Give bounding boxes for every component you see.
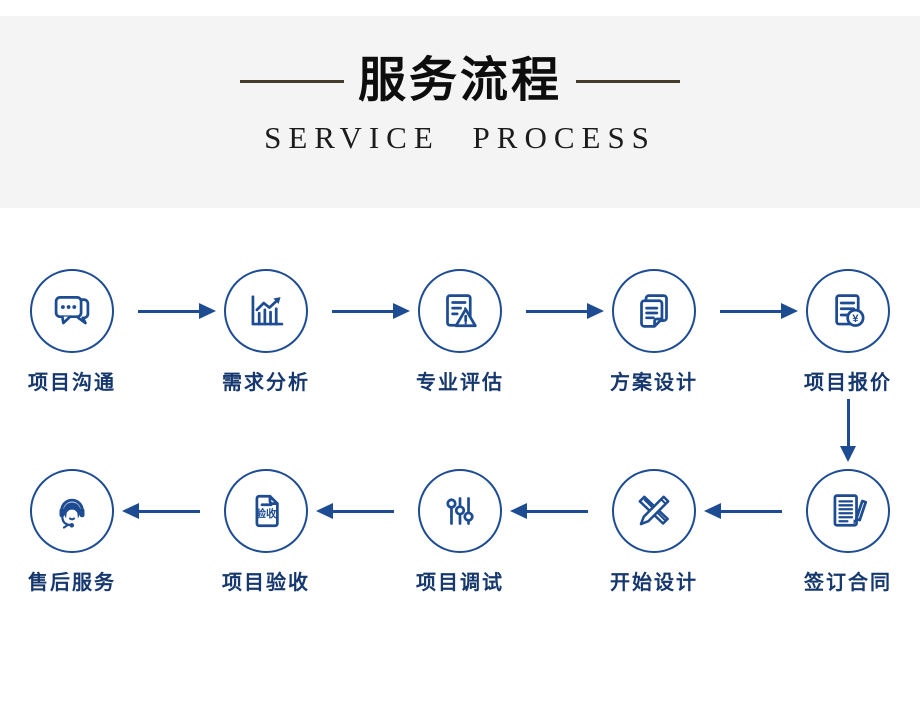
down-arrow-cell [806,389,890,469]
growth-chart-icon [241,286,291,336]
title-row: 服务流程 [239,54,680,107]
step-label: 项目报价 [804,372,892,394]
arrow-right-icon [720,309,782,313]
yen-symbol: ¥ [852,313,859,325]
step-label: 方案设计 [610,372,698,394]
flow-arrow-cell [308,469,418,553]
acceptance-doc-icon: 验收 [241,486,291,536]
step-project-debugging: 项目调试 [416,469,504,595]
header-band: 服务流程 SERVICE PROCESS [0,16,920,208]
page-title: 服务流程 [357,54,562,107]
flow-arrow-cell [696,269,806,353]
step-label: 开始设计 [610,572,698,594]
chat-bubbles-icon [47,286,97,336]
documents-stack-icon [629,286,679,336]
acceptance-stamp-text: 验收 [255,507,277,520]
step-project-communication: 项目沟通 [28,269,116,395]
flow-arrow-cell [502,469,612,553]
step-professional-evaluation: 专业评估 [416,269,504,395]
step-label: 项目沟通 [28,372,116,394]
flow-row-1: 项目沟通 需求分析 [0,269,920,394]
contract-pen-icon [823,486,873,536]
step-circle [612,469,696,553]
step-label: 售后服务 [28,572,116,594]
step-after-sales-service: 售后服务 [28,469,116,595]
headset-agent-icon [47,486,97,536]
step-circle: ¥ [806,269,890,353]
flow-arrow-cell [114,269,224,353]
connector-row [0,389,920,469]
arrow-down-icon [846,399,850,447]
step-sign-contract: 签订合同 [804,469,892,595]
arrow-left-icon [332,509,394,513]
flow-arrow-cell [308,269,418,353]
step-label: 签订合同 [804,572,892,594]
arrow-right-icon [138,309,200,313]
step-project-quotation: ¥ 项目报价 [804,269,892,395]
flow-arrow-cell [114,469,224,553]
document-warning-icon [435,286,485,336]
title-rule-left [239,79,344,83]
step-label: 需求分析 [222,372,310,394]
arrow-left-icon [526,509,588,513]
step-circle: 验收 [224,469,308,553]
step-project-acceptance: 验收 项目验收 [222,469,310,595]
step-label: 项目调试 [416,572,504,594]
step-circle [30,469,114,553]
step-label: 项目验收 [222,572,310,594]
step-circle [30,269,114,353]
arrow-left-icon [720,509,782,513]
step-circle [418,469,502,553]
flow-arrow-cell [696,469,806,553]
step-circle [612,269,696,353]
step-circle [224,269,308,353]
step-circle [418,269,502,353]
arrow-left-icon [138,509,200,513]
quote-yen-icon: ¥ [823,286,873,336]
step-scheme-design: 方案设计 [610,269,698,395]
sliders-icon [435,486,485,536]
pencil-ruler-icon [629,486,679,536]
step-label: 专业评估 [416,372,504,394]
page-subtitle: SERVICE PROCESS [264,120,656,155]
flow-arrow-cell [502,269,612,353]
step-requirement-analysis: 需求分析 [222,269,310,395]
step-circle [806,469,890,553]
arrow-right-icon [332,309,394,313]
flow-row-2: 售后服务 验收 项目验收 [0,469,920,594]
title-rule-right [576,79,680,83]
step-start-design: 开始设计 [610,469,698,595]
process-flow: 项目沟通 需求分析 [0,269,920,594]
arrow-right-icon [526,309,588,313]
